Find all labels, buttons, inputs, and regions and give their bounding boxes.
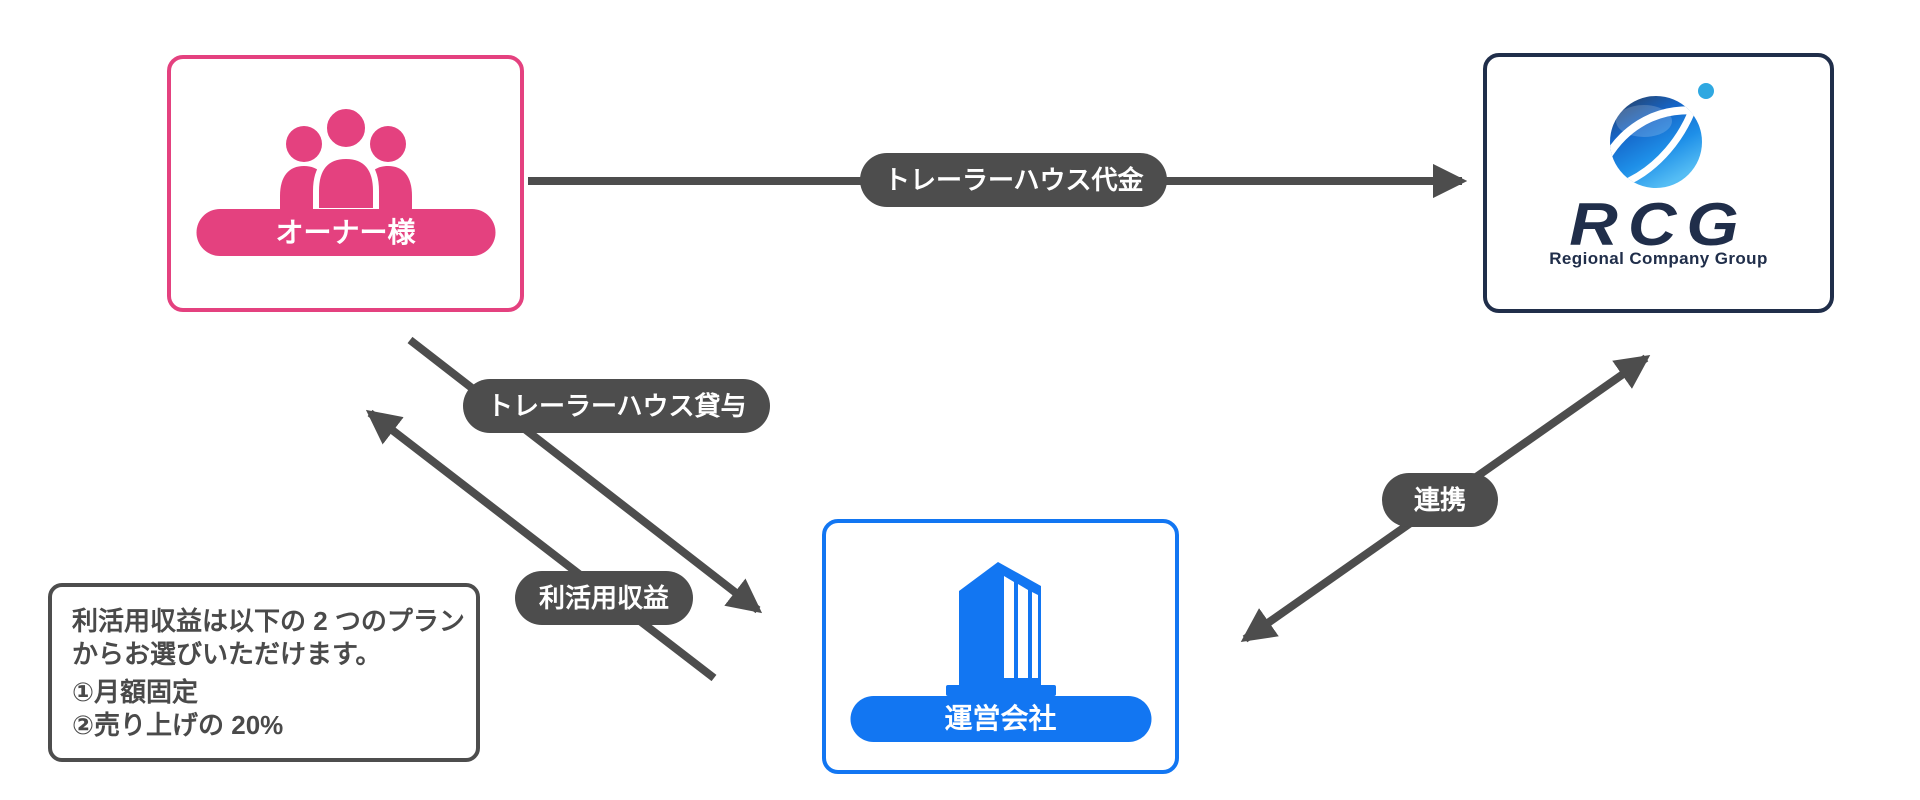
- people-icon: [279, 103, 412, 211]
- owner-label: オーナー様: [196, 209, 495, 256]
- note-line-2: からお選びいただけます。: [72, 639, 382, 669]
- note-line-4: ②売り上げの 20%: [72, 710, 284, 740]
- note-line-3: ①月額固定: [72, 677, 199, 707]
- payment-arrow-label: トレーラーハウス代金: [860, 153, 1168, 207]
- globe-orbit-icon: [1609, 83, 1714, 188]
- rcg-card: RCG Regional Company Group: [1483, 53, 1834, 313]
- owner-card: オーナー様: [167, 55, 524, 312]
- operator-label: 運営会社: [850, 696, 1151, 742]
- revenue-arrow-label: 利活用収益: [515, 571, 694, 625]
- rcg-subtitle: Regional Company Group: [1549, 249, 1768, 268]
- note-box: 利活用収益は以下の 2 つのプラン からお選びいただけます。 ①月額固定 ②売り…: [48, 583, 480, 762]
- partnership-arrow-label: 連携: [1382, 473, 1499, 527]
- rcg-wordmark: RCG: [1568, 191, 1749, 258]
- note-line-1: 利活用収益は以下の 2 つのプラン: [72, 606, 465, 636]
- lease-arrow-label: トレーラーハウス貸与: [463, 379, 771, 433]
- building-icon: [945, 562, 1056, 696]
- operator-card: 運営会社: [822, 519, 1179, 774]
